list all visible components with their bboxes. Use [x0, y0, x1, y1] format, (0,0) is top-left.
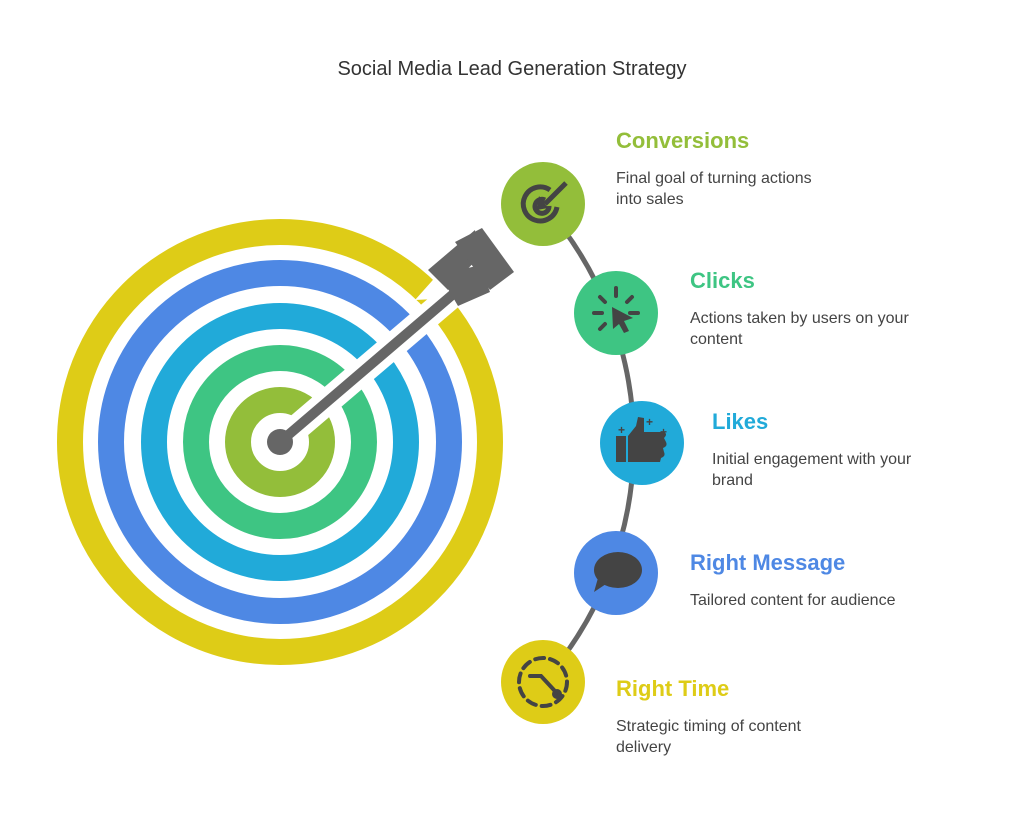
- ring-right-time: [57, 219, 503, 665]
- ring-right-message: [98, 260, 462, 624]
- step-conversions: Conversions Final goal of turning action…: [616, 128, 946, 210]
- step-icon-right-time: [501, 640, 585, 724]
- arrow: [267, 228, 514, 455]
- step-description-line: delivery: [616, 739, 672, 756]
- step-icon-likes: + + +: [600, 401, 684, 485]
- step-clicks: Clicks Actions taken by users on your con…: [690, 268, 1020, 350]
- step-title: Likes: [712, 409, 769, 434]
- step-title: Clicks: [690, 268, 755, 293]
- svg-text:+: +: [660, 425, 667, 439]
- step-description-line: Strategic timing of content: [616, 718, 801, 735]
- clock-icon: [517, 656, 569, 708]
- step-description-line: brand: [712, 472, 753, 489]
- step-title: Conversions: [616, 128, 750, 153]
- step-right-message: Right Message Tailored content for audie…: [690, 550, 1020, 611]
- svg-text:+: +: [646, 415, 653, 429]
- step-description-line: into sales: [616, 191, 684, 208]
- target-rings: [57, 219, 503, 665]
- step-title: Right Message: [690, 550, 846, 575]
- thumbs-up-icon: + + +: [616, 415, 667, 462]
- step-description-line: Initial engagement with your: [712, 451, 912, 468]
- ring-clicks: [183, 345, 377, 539]
- step-description-line: Final goal of turning actions: [616, 170, 812, 187]
- step-icon-clicks: [574, 271, 658, 355]
- ring-conversions: [225, 387, 335, 497]
- step-right-time: Right Time Strategic timing of content de…: [616, 676, 946, 758]
- step-title: Right Time: [616, 676, 730, 701]
- svg-text:+: +: [618, 423, 625, 437]
- step-icon-conversions: [501, 162, 585, 246]
- speech-bubble-icon: [594, 552, 642, 592]
- step-icon-right-message: [574, 531, 658, 615]
- diagram-title: Social Media Lead Generation Strategy: [337, 58, 687, 80]
- ring-likes: [141, 303, 419, 581]
- step-description-line: Tailored content for audience: [690, 592, 896, 609]
- cursor-click-icon: [592, 286, 640, 333]
- step-likes: Likes Initial engagement with your brand: [712, 409, 1024, 491]
- step-description-line: content: [690, 331, 743, 348]
- step-description-line: Actions taken by users on your: [690, 310, 909, 327]
